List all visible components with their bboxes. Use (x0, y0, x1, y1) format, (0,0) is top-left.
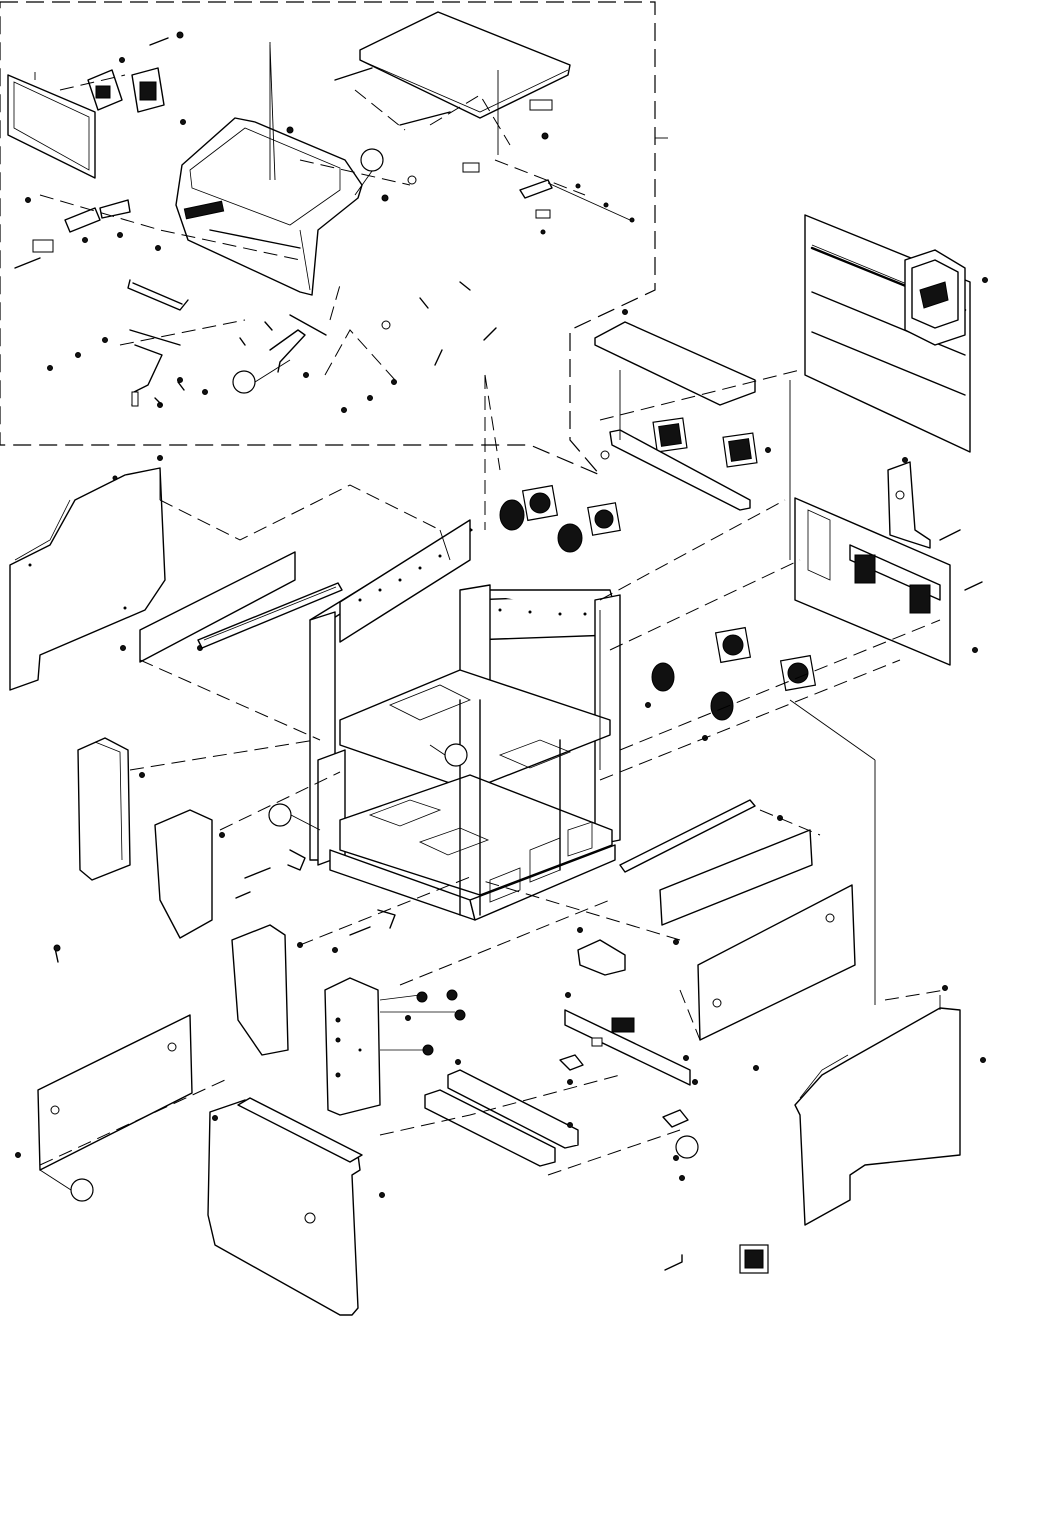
side-cover-left-front (78, 738, 145, 880)
bottom-rails-pair (425, 1060, 578, 1167)
loose-screw (54, 945, 60, 962)
fans-lower-cluster (646, 628, 816, 741)
top-lid (335, 12, 570, 201)
fan-6 (558, 524, 582, 552)
fan-8 (781, 656, 816, 691)
callout-circle (445, 744, 467, 766)
fan-4 (588, 503, 620, 535)
bracket-assembly-left (15, 198, 161, 269)
fan-7 (716, 628, 751, 663)
side-cover-left-lower (232, 925, 303, 1055)
fan-9 (652, 663, 674, 691)
back-panel-upper (805, 215, 988, 452)
loose-fan-bottom (665, 1245, 768, 1273)
front-base-cover (208, 1098, 385, 1315)
upper-cabinet-shell (176, 42, 362, 295)
callout-circle (269, 804, 291, 826)
callout-circle (71, 1179, 93, 1201)
small-bracket-left (236, 850, 305, 898)
side-panel-right-large (674, 885, 856, 1071)
handle-bar (128, 280, 188, 310)
bracket-cover-small (578, 928, 626, 976)
fan-1 (653, 418, 687, 452)
switch-plate (565, 993, 698, 1086)
monitor-bezel (8, 72, 95, 178)
side-panel-left-lower (16, 1015, 193, 1170)
callout-circle (676, 1136, 698, 1158)
hinge-bracket (520, 180, 634, 234)
pillar-panel-center (325, 978, 380, 1115)
fan-10 (711, 692, 733, 720)
side-panel-right-outer (795, 986, 986, 1226)
fan-2 (723, 433, 757, 467)
main-frame (310, 520, 620, 920)
callout-circle (361, 149, 383, 171)
back-panel-lower (795, 458, 982, 666)
bracket-plate-small (88, 32, 186, 125)
side-cover-left-mid (155, 810, 225, 938)
connectors-cluster (380, 990, 465, 1055)
top-panel-tray (595, 310, 755, 406)
spring-clips (155, 282, 496, 405)
callout-circle (233, 371, 255, 393)
fan-3 (523, 486, 558, 521)
small-bracket-mid (333, 910, 396, 953)
side-panel-right-inner (660, 830, 812, 925)
fan-5 (500, 500, 524, 530)
lower-bracket-set (48, 315, 397, 413)
